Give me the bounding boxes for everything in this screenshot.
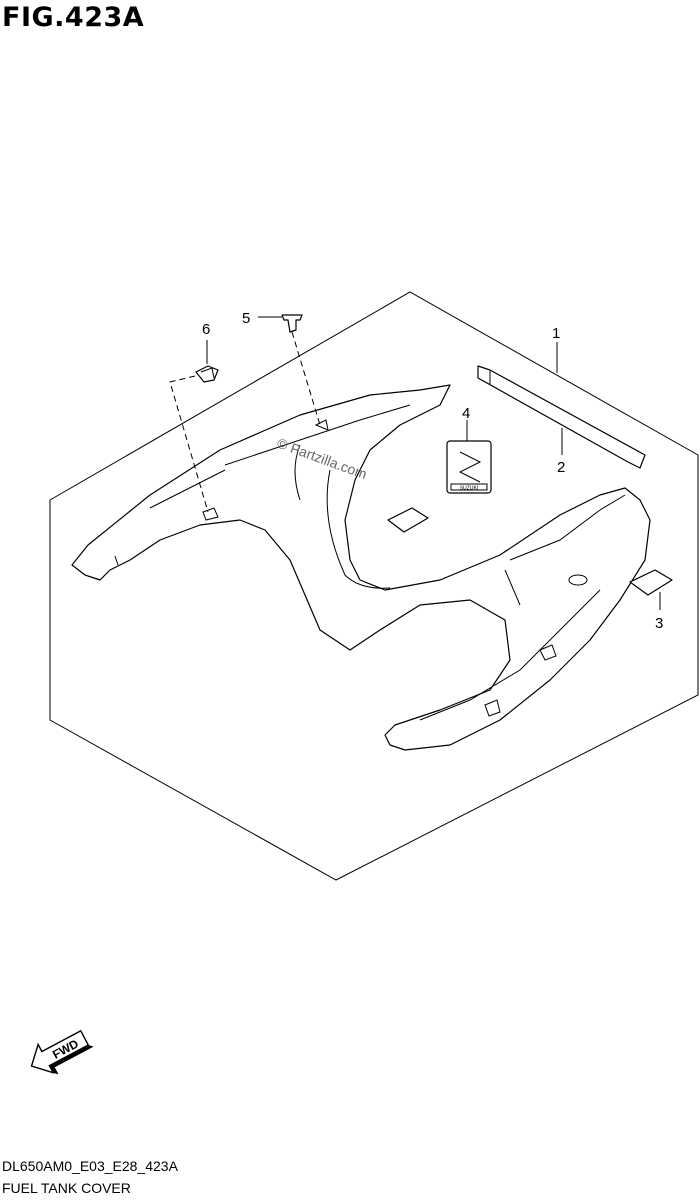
screw-mount-line bbox=[291, 331, 321, 426]
clip-part bbox=[195, 365, 219, 383]
emblem-text: SUZUKI bbox=[460, 486, 478, 492]
fwd-arrow-icon: FWD bbox=[30, 1029, 94, 1075]
fuel-tank-cover-shape bbox=[71, 384, 651, 751]
clip-mount-line bbox=[169, 375, 209, 513]
callout-4: 4 bbox=[462, 405, 470, 422]
screw-part bbox=[281, 314, 303, 333]
diagram-code: DL650AM0_E03_E28_423A bbox=[2, 1158, 178, 1174]
callout-3: 3 bbox=[655, 615, 663, 632]
figure-title: FIG.423A bbox=[2, 2, 145, 33]
callout-5: 5 bbox=[242, 310, 250, 327]
inner-pad bbox=[387, 507, 429, 533]
callout-1: 1 bbox=[552, 325, 560, 342]
emblem-part: SUZUKI bbox=[446, 440, 492, 494]
assembly-frame bbox=[49, 291, 699, 881]
callout-6: 6 bbox=[202, 321, 210, 338]
diagram-name: FUEL TANK COVER bbox=[2, 1180, 131, 1196]
strip-part bbox=[477, 365, 646, 469]
callout-2: 2 bbox=[557, 459, 565, 476]
pad-part bbox=[629, 569, 673, 596]
